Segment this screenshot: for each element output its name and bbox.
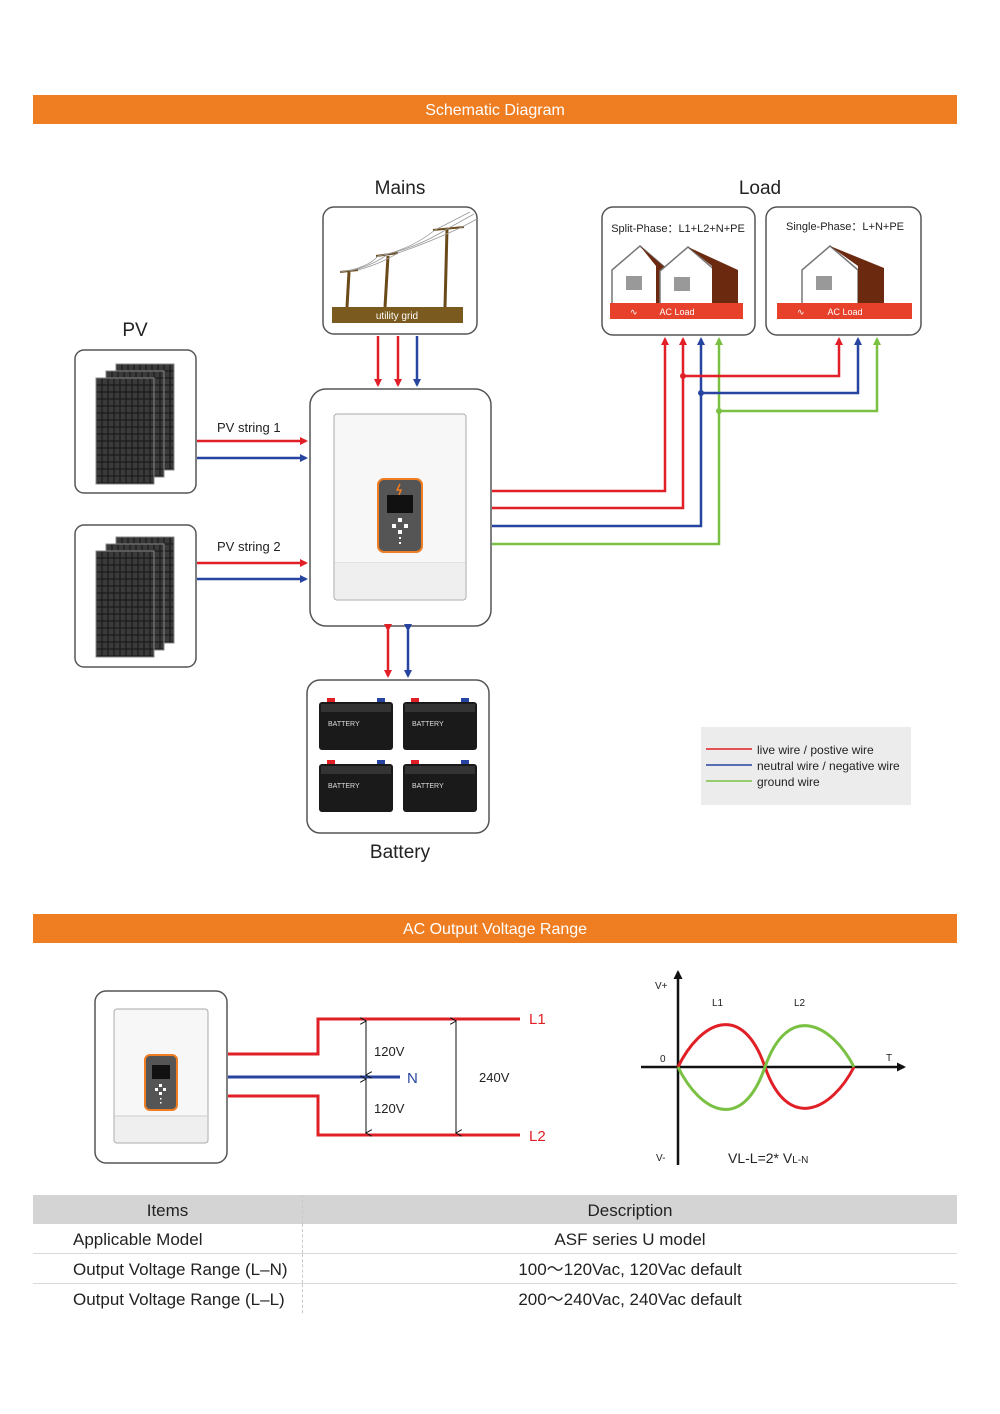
pv-string-wires — [197, 437, 308, 583]
battery-text-3: BATTERY — [328, 783, 360, 790]
ac-wave-icon: ∿ — [630, 307, 638, 317]
v240-label: 240V — [479, 1070, 510, 1085]
v120-top-label: 120V — [374, 1044, 405, 1059]
single-phase-load: Single-Phase：L+N+PE ∿ AC Load — [765, 206, 922, 336]
utility-grid-bar — [332, 307, 463, 323]
formula-sub: L-N — [792, 1155, 808, 1166]
ac-output-banner: AC Output Voltage Range — [33, 914, 957, 943]
table-header: Items Description — [33, 1195, 957, 1224]
house-icon — [611, 245, 738, 306]
header-description: Description — [587, 1201, 673, 1220]
table-cell: ASF series U model — [554, 1230, 706, 1249]
battery-text-2: BATTERY — [412, 721, 444, 728]
table-cell: 100～120Vac, 120Vac default — [518, 1260, 742, 1279]
wire-legend: live wire / postive wire neutral wire / … — [701, 727, 911, 805]
spec-table: Items Description Applicable Model ASF s… — [33, 1195, 957, 1313]
inverter-small — [94, 990, 228, 1164]
formula-label: VL-L=2* VL-N — [728, 1150, 808, 1166]
legend-ground: ground wire — [757, 775, 820, 789]
table-cell: 200～240Vac, 240Vac default — [518, 1290, 742, 1309]
mains-label: Mains — [375, 178, 426, 199]
v-minus-label: V- — [656, 1153, 665, 1164]
ac-load-bar-2 — [777, 303, 912, 319]
ac-load-label-1: AC Load — [659, 307, 694, 317]
wave-l1-label: L1 — [712, 998, 724, 1009]
battery-bank: BATTERY BATTERY BATTERY BATTERY — [306, 679, 490, 834]
ac-load-label-2: AC Load — [827, 307, 862, 317]
table-row: Applicable Model ASF series U model — [33, 1224, 957, 1254]
ac-load-bar-1 — [610, 303, 743, 319]
table-cell: Output Voltage Range (L–N) — [33, 1254, 303, 1283]
output-wires — [492, 337, 881, 546]
single-phase-label: Single-Phase：L+N+PE — [786, 221, 904, 233]
battery-text-4: BATTERY — [412, 783, 444, 790]
pv-string-1-label: PV string 1 — [217, 420, 281, 435]
split-phase-wires — [228, 1017, 520, 1137]
legend-live: live wire / postive wire — [757, 743, 874, 757]
pv-array-2 — [74, 524, 197, 668]
table-row: Output Voltage Range (L–L) 200～240Vac, 2… — [33, 1284, 957, 1313]
table-row: Output Voltage Range (L–N) 100～120Vac, 1… — [33, 1254, 957, 1284]
n-terminal-label: N — [407, 1070, 418, 1087]
l2-wave — [676, 1024, 856, 1111]
v-plus-label: V+ — [655, 981, 668, 992]
table-cell: Applicable Model — [33, 1224, 303, 1253]
waveform-plot: V+ V- 0 T L1 L2 VL-L=2* VL-N — [641, 970, 906, 1166]
battery-text-1: BATTERY — [328, 721, 360, 728]
header-items: Items — [33, 1195, 303, 1224]
voltage-markers — [366, 1021, 456, 1133]
t-label: T — [886, 1053, 892, 1064]
inverter — [309, 388, 492, 627]
schematic-diagram-banner: Schematic Diagram — [33, 95, 957, 124]
utility-grid-label: utility grid — [376, 311, 418, 322]
mains-box: utility grid — [322, 206, 478, 335]
ac-wave-icon: ∿ — [797, 307, 805, 317]
battery-label: Battery — [370, 842, 431, 863]
wave-l2-label: L2 — [794, 998, 806, 1009]
legend-neutral: neutral wire / negative wire — [757, 759, 900, 773]
pv-array-1 — [74, 349, 197, 494]
formula-main: VL-L=2* V — [728, 1150, 793, 1166]
split-phase-load: Split-Phase：L1+L2+N+PE ∿ AC Load — [601, 206, 756, 336]
l1-terminal-label: L1 — [529, 1011, 546, 1028]
split-phase-label: Split-Phase：L1+L2+N+PE — [611, 223, 745, 235]
table-cell: Output Voltage Range (L–L) — [33, 1284, 303, 1313]
load-label: Load — [739, 178, 781, 199]
zero-label: 0 — [660, 1054, 666, 1065]
house-icon — [801, 245, 884, 305]
mains-wires — [374, 336, 421, 387]
battery-wires — [384, 624, 412, 678]
pv-label: PV — [122, 320, 148, 341]
pv-string-2-label: PV string 2 — [217, 539, 281, 554]
l2-terminal-label: L2 — [529, 1128, 546, 1145]
v120-bottom-label: 120V — [374, 1101, 405, 1116]
